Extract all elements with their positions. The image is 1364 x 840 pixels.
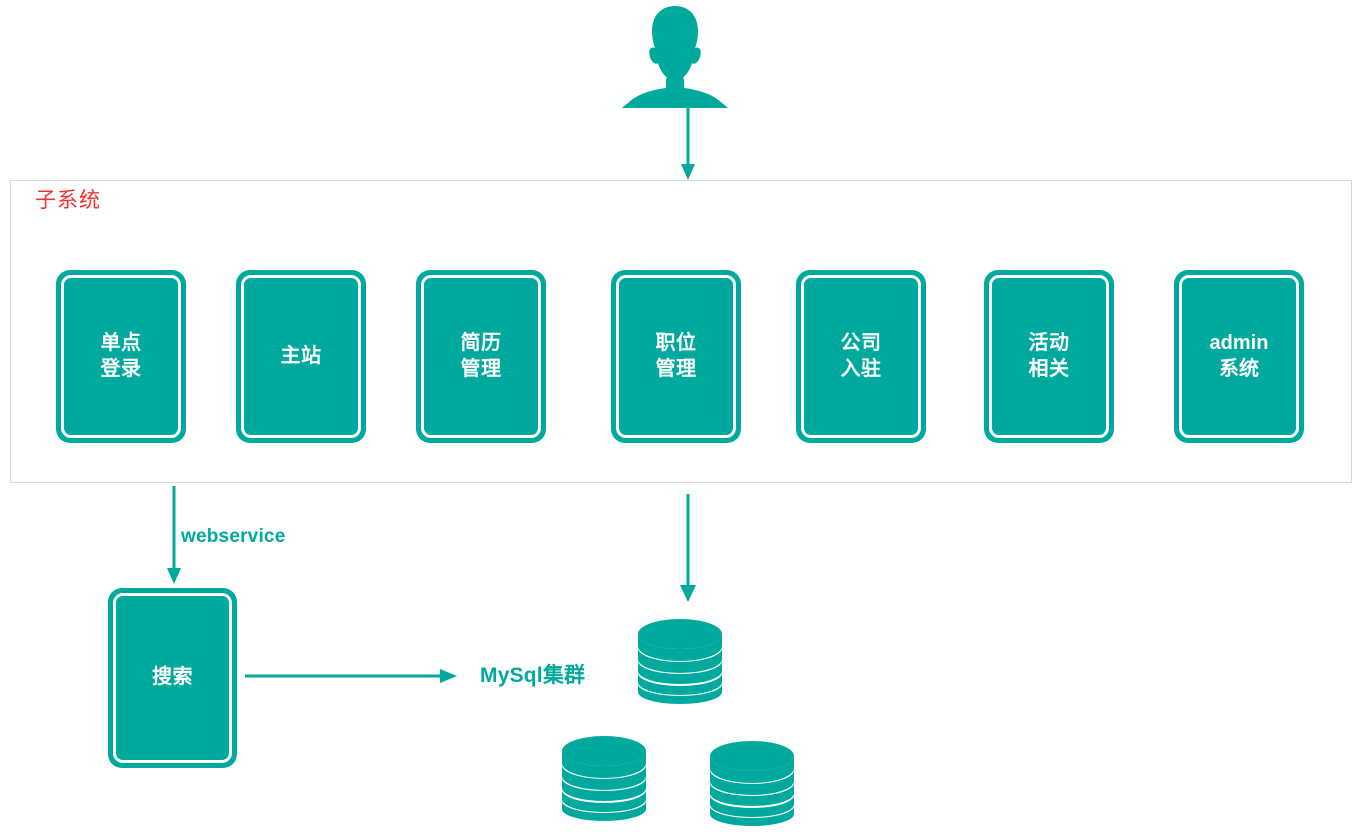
subsystem-card-label: 职位 管理 [655,331,697,380]
service-card-label: 搜索 [152,666,193,689]
database-cylinder-icon-primary [636,616,724,704]
arrow-job-to-mysql [672,494,704,604]
card-inner: 简历 管理 [421,275,541,438]
user-bust-icon [620,4,730,109]
subsystem-card-label: admin 系统 [1209,331,1269,380]
arrow-user-to-subsystem [672,104,704,182]
card-inner: 公司 入驻 [801,275,921,438]
arrow-search-to-mysql [245,662,461,690]
subsystem-card-activity[interactable]: 活动 相关 [984,270,1114,443]
card-inner: 主站 [241,275,361,438]
subsystem-card-sso[interactable]: 单点 登录 [56,270,186,443]
subsystem-card-admin[interactable]: admin 系统 [1174,270,1304,443]
card-inner: admin 系统 [1179,275,1299,438]
card-inner: 搜索 [113,593,232,763]
subsystem-title: 子系统 [35,189,101,212]
subsystem-card-resume[interactable]: 简历 管理 [416,270,546,443]
card-inner: 职位 管理 [616,275,736,438]
subsystem-card-company[interactable]: 公司 入驻 [796,270,926,443]
arrow-sso-to-search [158,486,190,586]
subsystem-card-mainsite[interactable]: 主站 [236,270,366,443]
subsystem-card-label: 单点 登录 [100,331,142,380]
subsystem-card-label: 简历 管理 [460,331,502,380]
card-inner: 单点 登录 [61,275,181,438]
subsystem-card-label: 公司 入驻 [840,331,882,380]
database-cylinder-icon-replica-2 [708,738,796,826]
datastore-label: MySql集群 [480,664,586,687]
service-card-search[interactable]: 搜索 [108,588,237,768]
subsystem-card-label: 主站 [280,344,322,367]
subsystem-card-label: 活动 相关 [1028,331,1070,380]
card-inner: 活动 相关 [989,275,1109,438]
database-cylinder-icon-replica-1 [560,733,648,821]
edge-label-webservice: webservice [181,526,286,547]
subsystem-card-job[interactable]: 职位 管理 [611,270,741,443]
